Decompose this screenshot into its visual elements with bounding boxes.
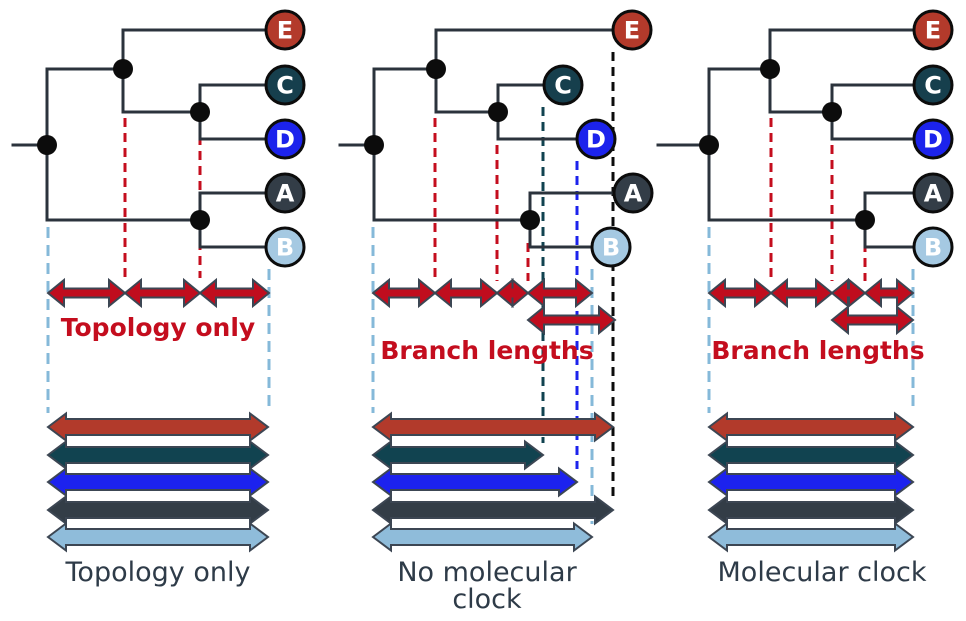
- branch-interval-arrow: [769, 277, 834, 309]
- tip-label-E: E: [624, 17, 640, 45]
- internal-node-dot: [520, 210, 540, 230]
- taxon-length-arrow-E: [371, 411, 615, 443]
- panel-caption: No molecular: [397, 557, 577, 588]
- internal-node-dot: [699, 135, 719, 155]
- taxon-length-arrow-A: [371, 494, 615, 526]
- tip-label-A: A: [276, 180, 295, 208]
- taxon-length-arrow-D: [371, 466, 579, 498]
- internal-node-dot: [113, 59, 133, 79]
- internal-node-dot: [37, 135, 57, 155]
- tip-circle-C: [912, 64, 954, 106]
- tip-label-D: D: [586, 126, 606, 154]
- taxon-length-arrow-B: [707, 521, 915, 553]
- tip-circle-E: [912, 9, 954, 51]
- tip-label-C: C: [276, 72, 294, 100]
- internal-node-dot: [822, 102, 842, 122]
- tip-circle-E: [611, 9, 653, 51]
- tip-circle-D: [912, 118, 954, 160]
- interval-label: Topology only: [61, 313, 255, 342]
- tip-circle-B: [264, 226, 306, 268]
- taxon-length-arrow-C: [707, 439, 915, 471]
- branch-interval-arrow: [123, 277, 202, 309]
- taxon-length-arrow-B: [46, 521, 270, 553]
- tip-circle-B: [912, 226, 954, 268]
- taxon-length-arrow-B: [371, 521, 594, 553]
- tip-label-B: B: [924, 234, 942, 262]
- tip-label-A: A: [624, 180, 643, 208]
- tip-label-A: A: [924, 180, 943, 208]
- tip-label-C: C: [924, 72, 942, 100]
- tip-circle-D: [575, 118, 617, 160]
- tip-circle-E: [264, 9, 306, 51]
- taxon-length-arrow-C: [46, 439, 270, 471]
- taxon-length-arrow-E: [707, 411, 915, 443]
- internal-node-dot: [488, 102, 508, 122]
- branch-interval-arrow: [526, 277, 594, 309]
- branch-interval-arrow: [46, 277, 127, 309]
- internal-node-dot: [190, 210, 210, 230]
- tip-circle-D: [264, 118, 306, 160]
- taxon-length-arrow-A: [707, 494, 915, 526]
- tip-label-E: E: [925, 17, 941, 45]
- branch-interval-arrow: [830, 277, 867, 309]
- tip-label-D: D: [923, 126, 943, 154]
- tip-label-D: D: [275, 126, 295, 154]
- taxon-length-arrow-A: [46, 494, 270, 526]
- panel-caption: clock: [452, 584, 522, 615]
- internal-node-dot: [364, 135, 384, 155]
- interval-label: Branch lengths: [380, 336, 593, 365]
- branch-interval-arrow: [863, 277, 915, 309]
- tip-circle-C: [264, 64, 306, 106]
- tip-circle-A: [912, 172, 954, 214]
- branch-interval-arrow: [433, 277, 499, 309]
- taxon-length-arrow-D: [46, 466, 270, 498]
- tip-label-E: E: [277, 17, 293, 45]
- tip-circle-A: [264, 172, 306, 214]
- tip-circle-B: [590, 226, 632, 268]
- branch-interval-arrow: [830, 304, 915, 336]
- tip-label-B: B: [276, 234, 294, 262]
- internal-node-dot: [190, 102, 210, 122]
- taxon-length-arrow-D: [707, 466, 915, 498]
- branch-interval-arrow: [526, 304, 617, 336]
- tip-circle-A: [612, 172, 654, 214]
- branch-interval-arrow: [707, 277, 773, 309]
- tip-circle-C: [542, 64, 584, 106]
- panel-caption: Topology only: [65, 557, 251, 588]
- internal-node-dot: [760, 59, 780, 79]
- taxon-length-arrow-E: [46, 411, 270, 443]
- branch-interval-arrow: [371, 277, 437, 309]
- panel-caption: Molecular clock: [718, 557, 927, 588]
- taxon-length-arrow-C: [371, 439, 545, 471]
- branch-interval-arrow: [198, 277, 271, 309]
- tip-label-C: C: [554, 72, 572, 100]
- branch-interval-arrow: [495, 277, 530, 309]
- interval-label: Branch lengths: [711, 336, 924, 365]
- internal-node-dot: [855, 210, 875, 230]
- internal-node-dot: [426, 59, 446, 79]
- tip-label-B: B: [602, 234, 620, 262]
